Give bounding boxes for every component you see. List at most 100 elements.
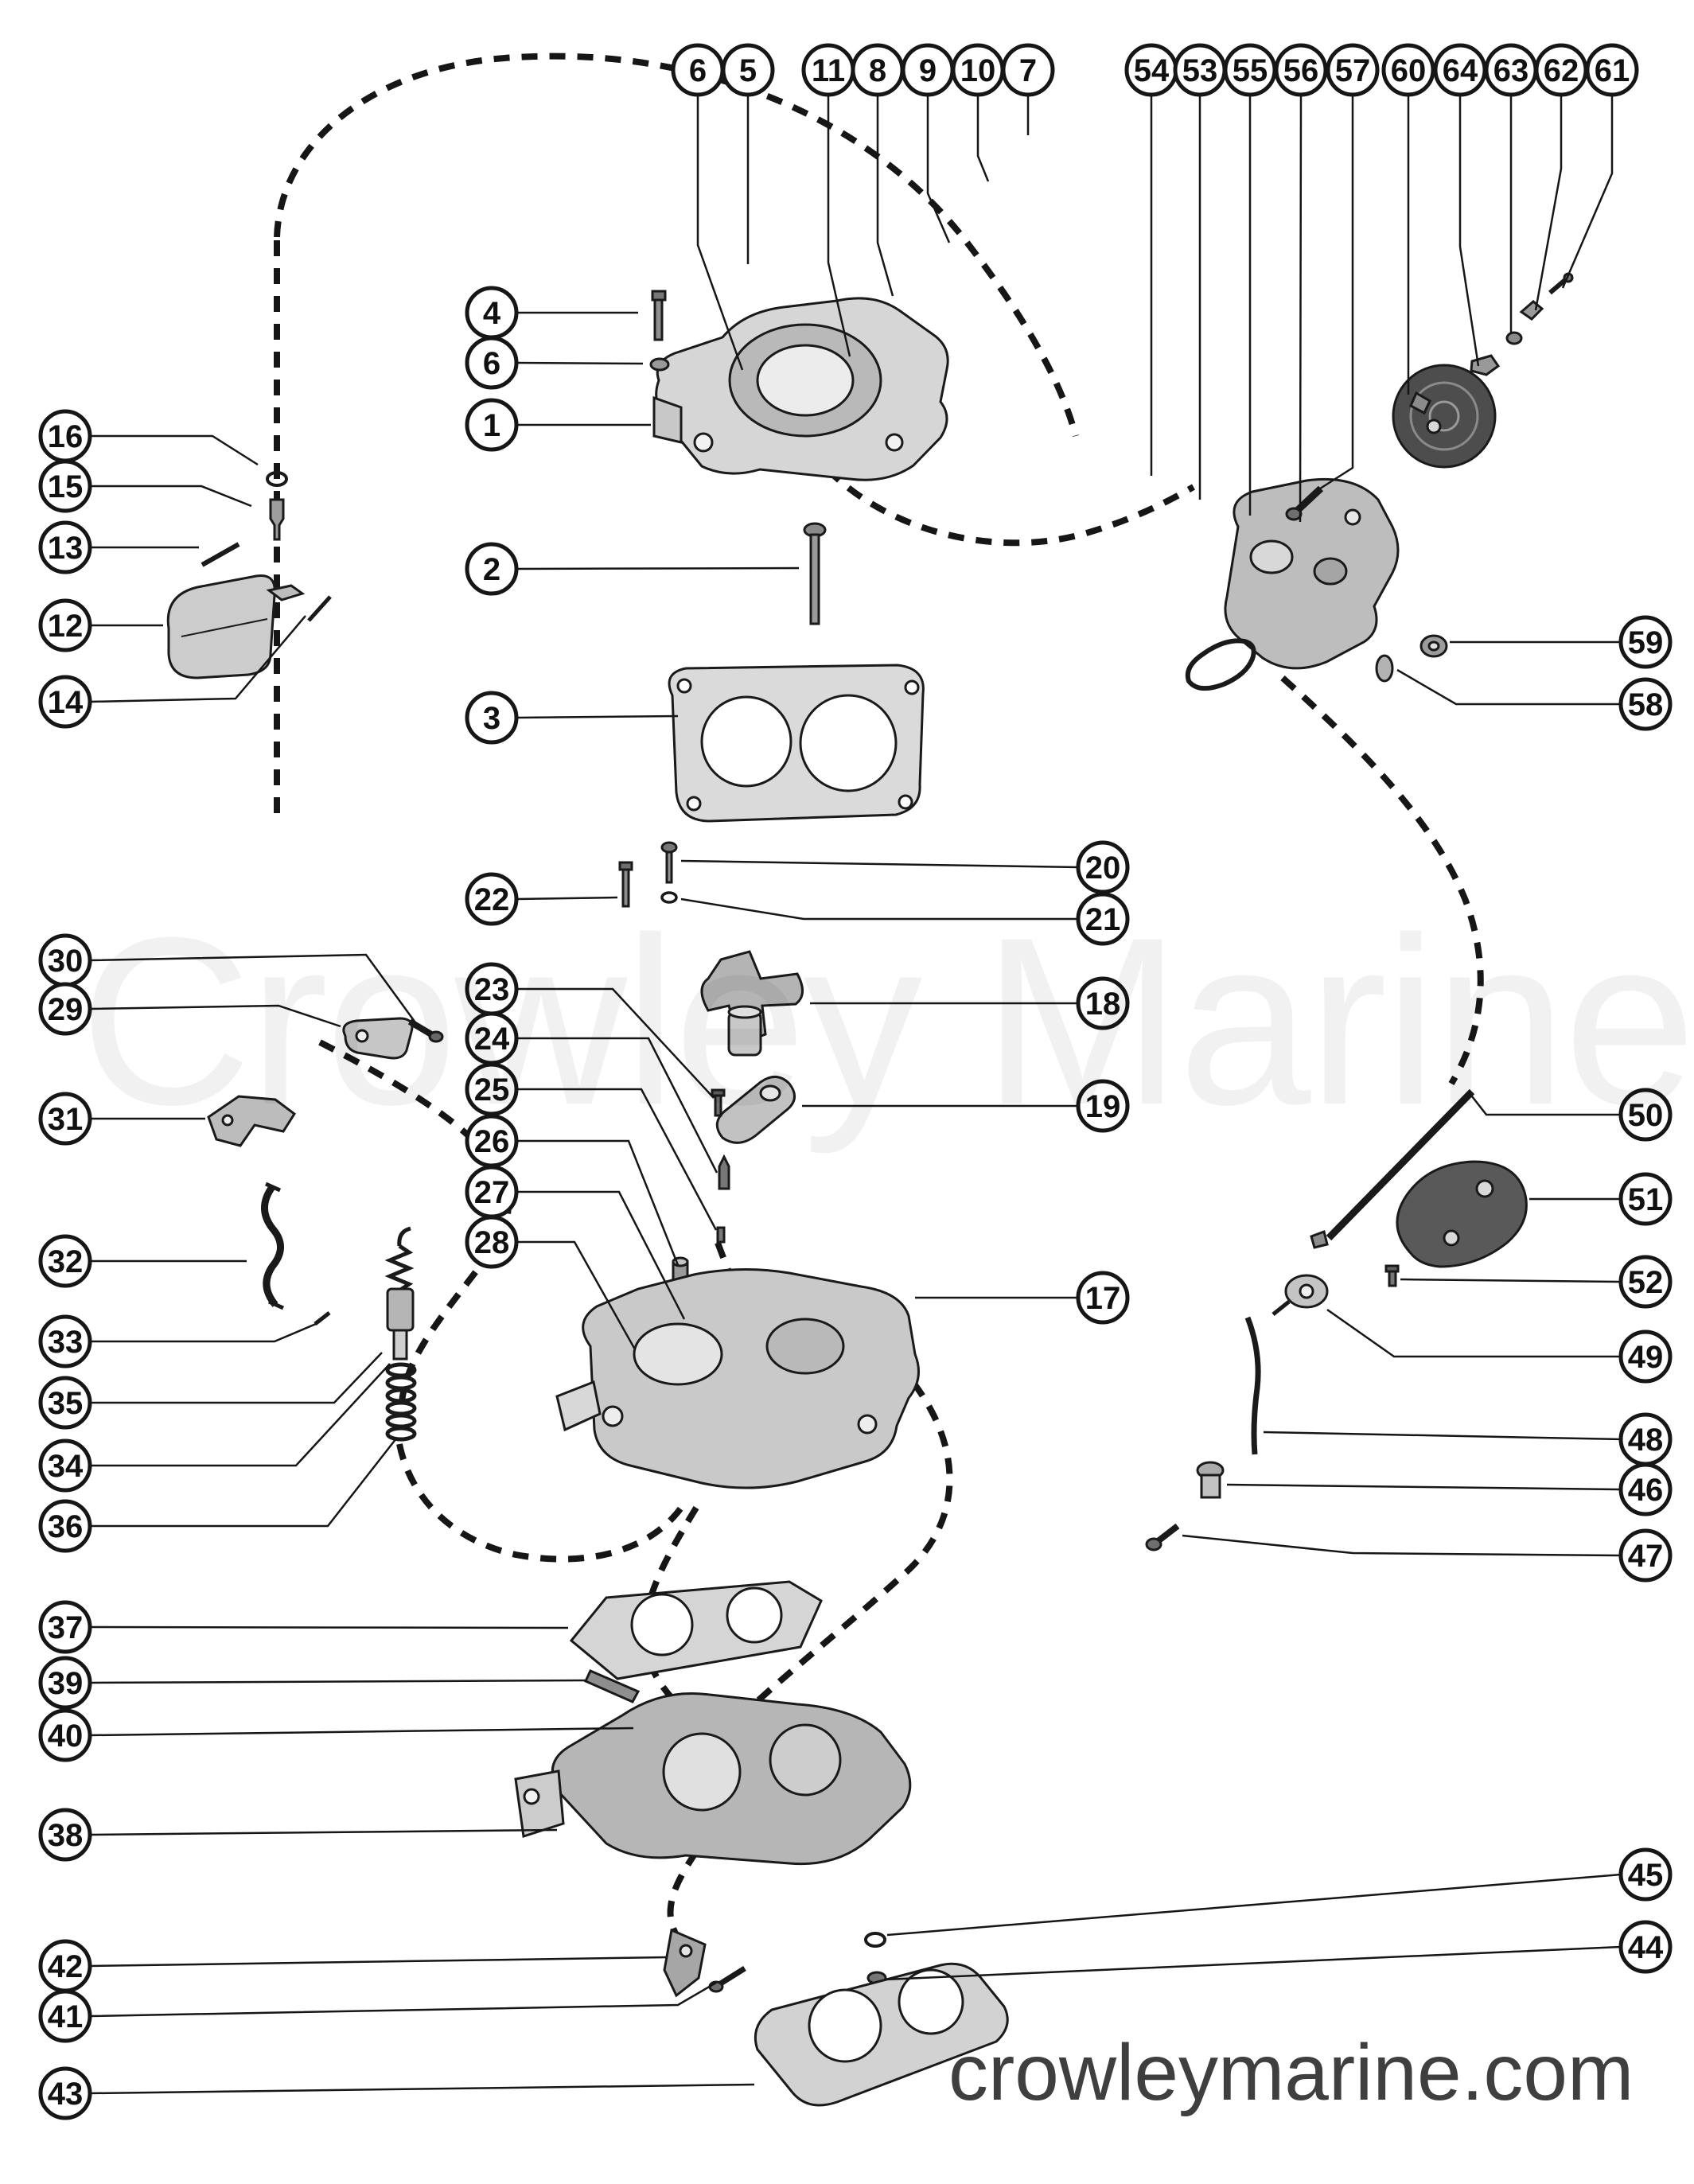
callout-number: 42 [48,1949,84,1984]
top-carburetor-body-shape [693,432,714,453]
needle-24 [718,1154,730,1190]
bracket-42-shape [663,1928,707,1998]
callout-number: 60 [1391,53,1427,88]
callout-circle [1076,1079,1130,1133]
callout-2: 2 [465,542,519,596]
screw-2 [803,522,827,625]
float-bowl-17-shape [555,1380,602,1432]
callout-4: 4 [465,286,519,340]
pump-arm-29-shape [355,1029,369,1043]
callout-number: 23 [474,972,510,1007]
callout-circle [1001,43,1055,97]
callout-30: 30 [38,933,92,987]
callout-14: 14 [38,675,92,729]
callout-54: 54 [1124,43,1178,97]
diaphragm-disc-shape [1409,381,1479,451]
leader-line-20 [680,859,1079,869]
callout-number: 44 [1628,1930,1664,1965]
pin-13 [201,542,240,567]
screw-57-shape [1285,507,1303,521]
callout-number: 49 [1628,1340,1664,1375]
callout-number: 39 [48,1666,84,1701]
callout-number: 45 [1628,1858,1664,1893]
leader-line-23 [516,987,715,1099]
callout-5: 5 [721,43,775,97]
link-19-shape [715,1076,796,1144]
callout-47: 47 [1618,1528,1673,1583]
callout-35: 35 [38,1376,92,1430]
ring-21 [660,891,678,904]
callout-circle [38,1376,92,1430]
screw-23-shape [711,1088,726,1097]
callout-number: 9 [919,53,937,88]
callout-number: 4 [483,296,501,331]
screw-4 [651,290,667,341]
callout-18: 18 [1076,976,1130,1030]
leader-line-14 [89,615,306,703]
float-12-shape [181,618,268,637]
screw-20 [660,841,678,884]
pin-39-shape [583,1669,641,1703]
callout-number: 54 [1134,53,1170,88]
link-32-shape [267,1299,285,1310]
part-62 [1519,300,1544,321]
callout-circle [38,1234,92,1288]
callout-number: 53 [1182,53,1218,88]
screw-22 [618,861,633,908]
callout-circle [1585,43,1639,97]
callout-8: 8 [851,43,905,97]
callout-number: 51 [1628,1182,1664,1217]
gasket-3-shape [686,796,702,812]
callout-31: 31 [38,1092,92,1146]
callout-26: 26 [465,1114,519,1168]
callout-number: 47 [1628,1539,1664,1574]
lower-carburetor-body-38-shape [514,1769,565,1838]
leader-line-33 [90,1322,317,1343]
screw-20-shape [665,851,673,884]
callout-circle [1618,1847,1673,1902]
callout-number: 37 [48,1610,84,1645]
callout-circle [38,1600,92,1654]
part-63-shape [1505,331,1523,345]
screw-52 [1384,1264,1400,1287]
callout-3: 3 [465,691,519,745]
screw-30-shape [407,1018,434,1037]
callout-number: 11 [812,53,845,88]
callout-circle [1326,43,1380,97]
callout-number: 24 [474,1022,510,1057]
screw-4-shape [653,298,664,341]
lower-carburetor-body-38-shape [662,1732,742,1812]
leader-line-64 [1458,95,1480,367]
callout-64: 64 [1433,43,1487,97]
link-19-shape [759,1084,781,1102]
ring-16 [266,471,288,487]
callout-number: 27 [474,1175,510,1210]
callout-number: 3 [483,701,500,736]
callout-number: 20 [1085,851,1121,886]
diaphragm-disc [1392,364,1497,469]
callout-circle [1076,1271,1130,1325]
leader-line-25 [516,1088,718,1231]
callout-11: 11 [801,43,855,97]
needle-24-shape [718,1154,730,1190]
callout-40: 40 [38,1708,92,1762]
callout-circle [38,1708,92,1762]
gasket-3 [668,664,925,823]
callout-29: 29 [38,982,92,1036]
fuel-pump-body-shape [1249,539,1294,574]
callout-number: 63 [1493,53,1529,88]
leader-line-36 [90,1438,397,1528]
leader-line-28 [516,1240,637,1350]
leader-line-22 [516,896,618,901]
callout-circle [465,398,519,452]
float-12-shape [266,584,306,601]
leader-line-61 [1561,95,1614,289]
pump-arm-29 [342,1017,414,1060]
screw-23 [711,1088,726,1117]
callout-number: 8 [869,53,886,88]
callout-1: 1 [465,398,519,452]
callout-23: 23 [465,962,519,1016]
gasket-43-shape [808,1988,882,2063]
callout-number: 34 [48,1449,84,1484]
